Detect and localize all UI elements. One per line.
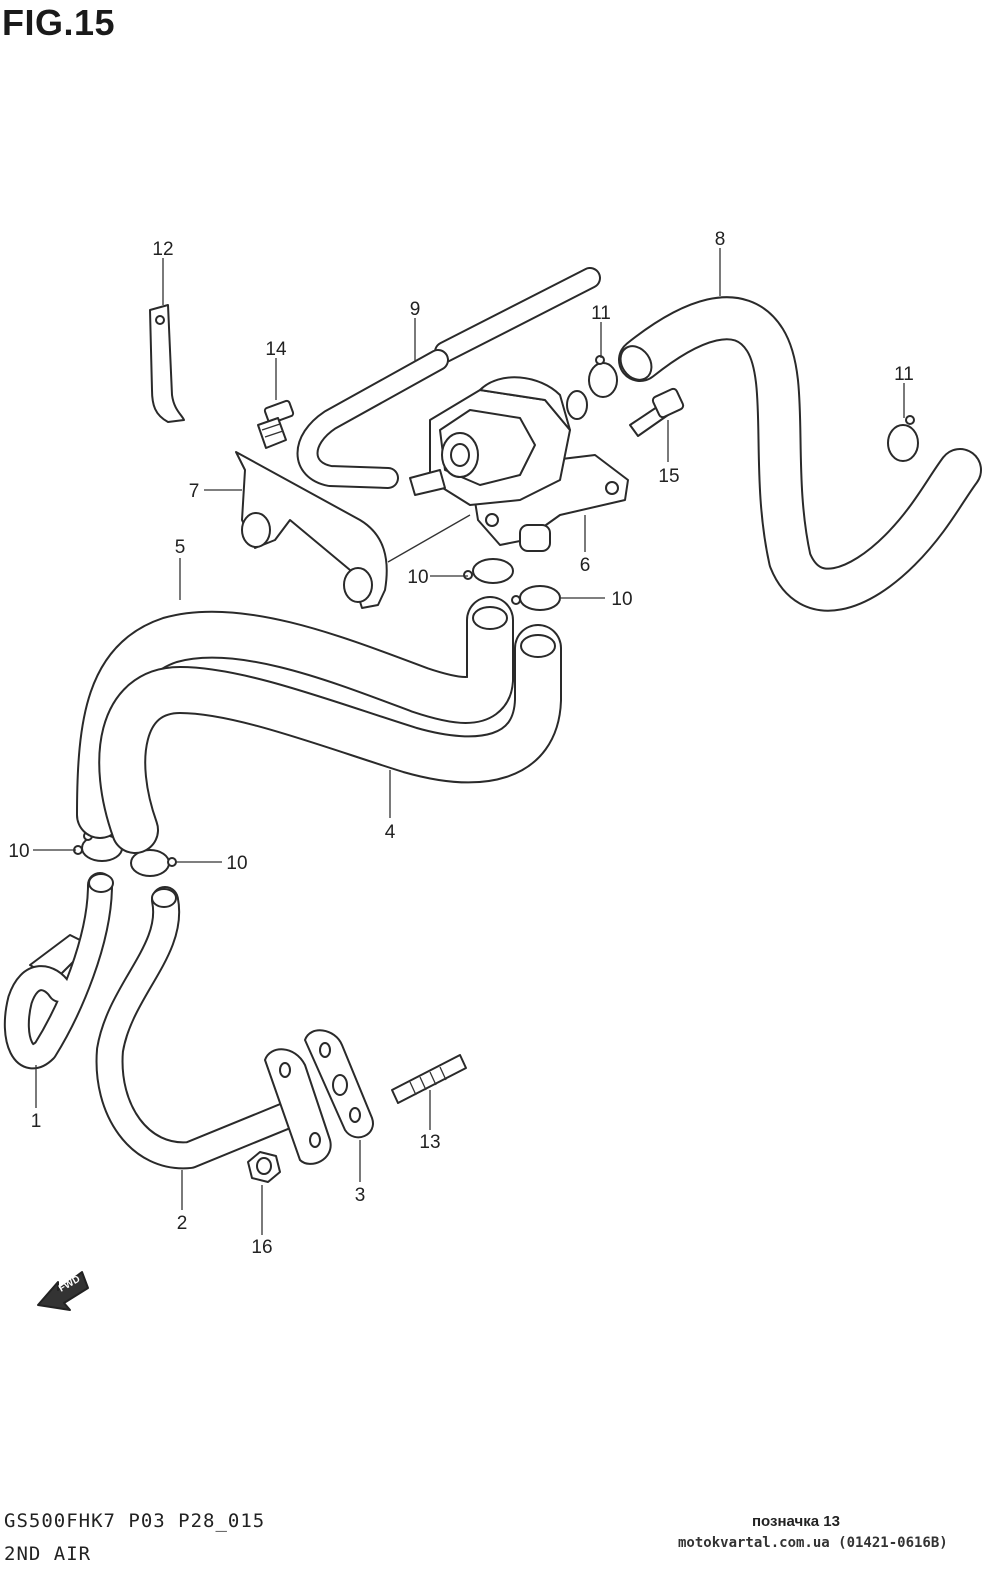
callout-9: 9 bbox=[410, 299, 421, 320]
callout-12: 12 bbox=[152, 239, 173, 260]
callout-8: 8 bbox=[715, 229, 726, 250]
nut-16 bbox=[247, 1151, 281, 1183]
callout-16: 16 bbox=[251, 1237, 272, 1258]
leader-lines bbox=[33, 248, 905, 1235]
callout-2: 2 bbox=[177, 1213, 188, 1234]
callout-15: 15 bbox=[658, 466, 679, 487]
callout-10-b: 10 bbox=[611, 589, 632, 610]
pair-valve-6 bbox=[409, 376, 629, 552]
gasket-10-b bbox=[511, 585, 561, 611]
section-name: 2ND AIR bbox=[4, 1543, 92, 1565]
callout-14: 14 bbox=[265, 339, 287, 360]
pipe-2 bbox=[95, 886, 314, 1170]
callout-7: 7 bbox=[189, 481, 200, 502]
bolt-15 bbox=[629, 387, 685, 437]
bracket-7 bbox=[235, 451, 388, 609]
clip-11-b bbox=[887, 415, 919, 462]
callout-10-a: 10 bbox=[407, 567, 428, 588]
footer-note: позначка 13 bbox=[752, 1513, 840, 1530]
fwd-arrow-icon: FWD bbox=[37, 1271, 89, 1311]
callout-6: 6 bbox=[580, 555, 591, 576]
callout-3: 3 bbox=[355, 1185, 366, 1206]
callout-4: 4 bbox=[385, 822, 396, 843]
gasket-10-a bbox=[463, 558, 514, 584]
flange-3 bbox=[264, 1029, 374, 1165]
hose-8 bbox=[618, 296, 982, 612]
callout-5: 5 bbox=[175, 537, 186, 558]
pipe-1 bbox=[3, 872, 114, 1070]
gasket-10-d bbox=[130, 849, 177, 877]
source-watermark: motokvartal.com.ua (01421-0616B) bbox=[678, 1535, 948, 1551]
hose-9 bbox=[296, 267, 601, 489]
callout-11-b: 11 bbox=[894, 364, 914, 385]
callout-13: 13 bbox=[419, 1132, 440, 1153]
clip-11-a bbox=[588, 355, 618, 398]
stud-13 bbox=[391, 1054, 467, 1104]
bolt-14 bbox=[257, 399, 295, 449]
model-code: GS500FHK7 P03 P28_015 bbox=[4, 1510, 266, 1532]
callout-11-a: 11 bbox=[591, 303, 611, 324]
callout-1: 1 bbox=[31, 1111, 42, 1132]
hose-5 bbox=[76, 596, 514, 839]
figure-title: FIG.15 bbox=[2, 2, 116, 43]
hose-4 bbox=[98, 624, 562, 854]
callout-10-c: 10 bbox=[8, 841, 29, 862]
clamp-12 bbox=[149, 304, 185, 423]
callout-10-d: 10 bbox=[226, 853, 247, 874]
